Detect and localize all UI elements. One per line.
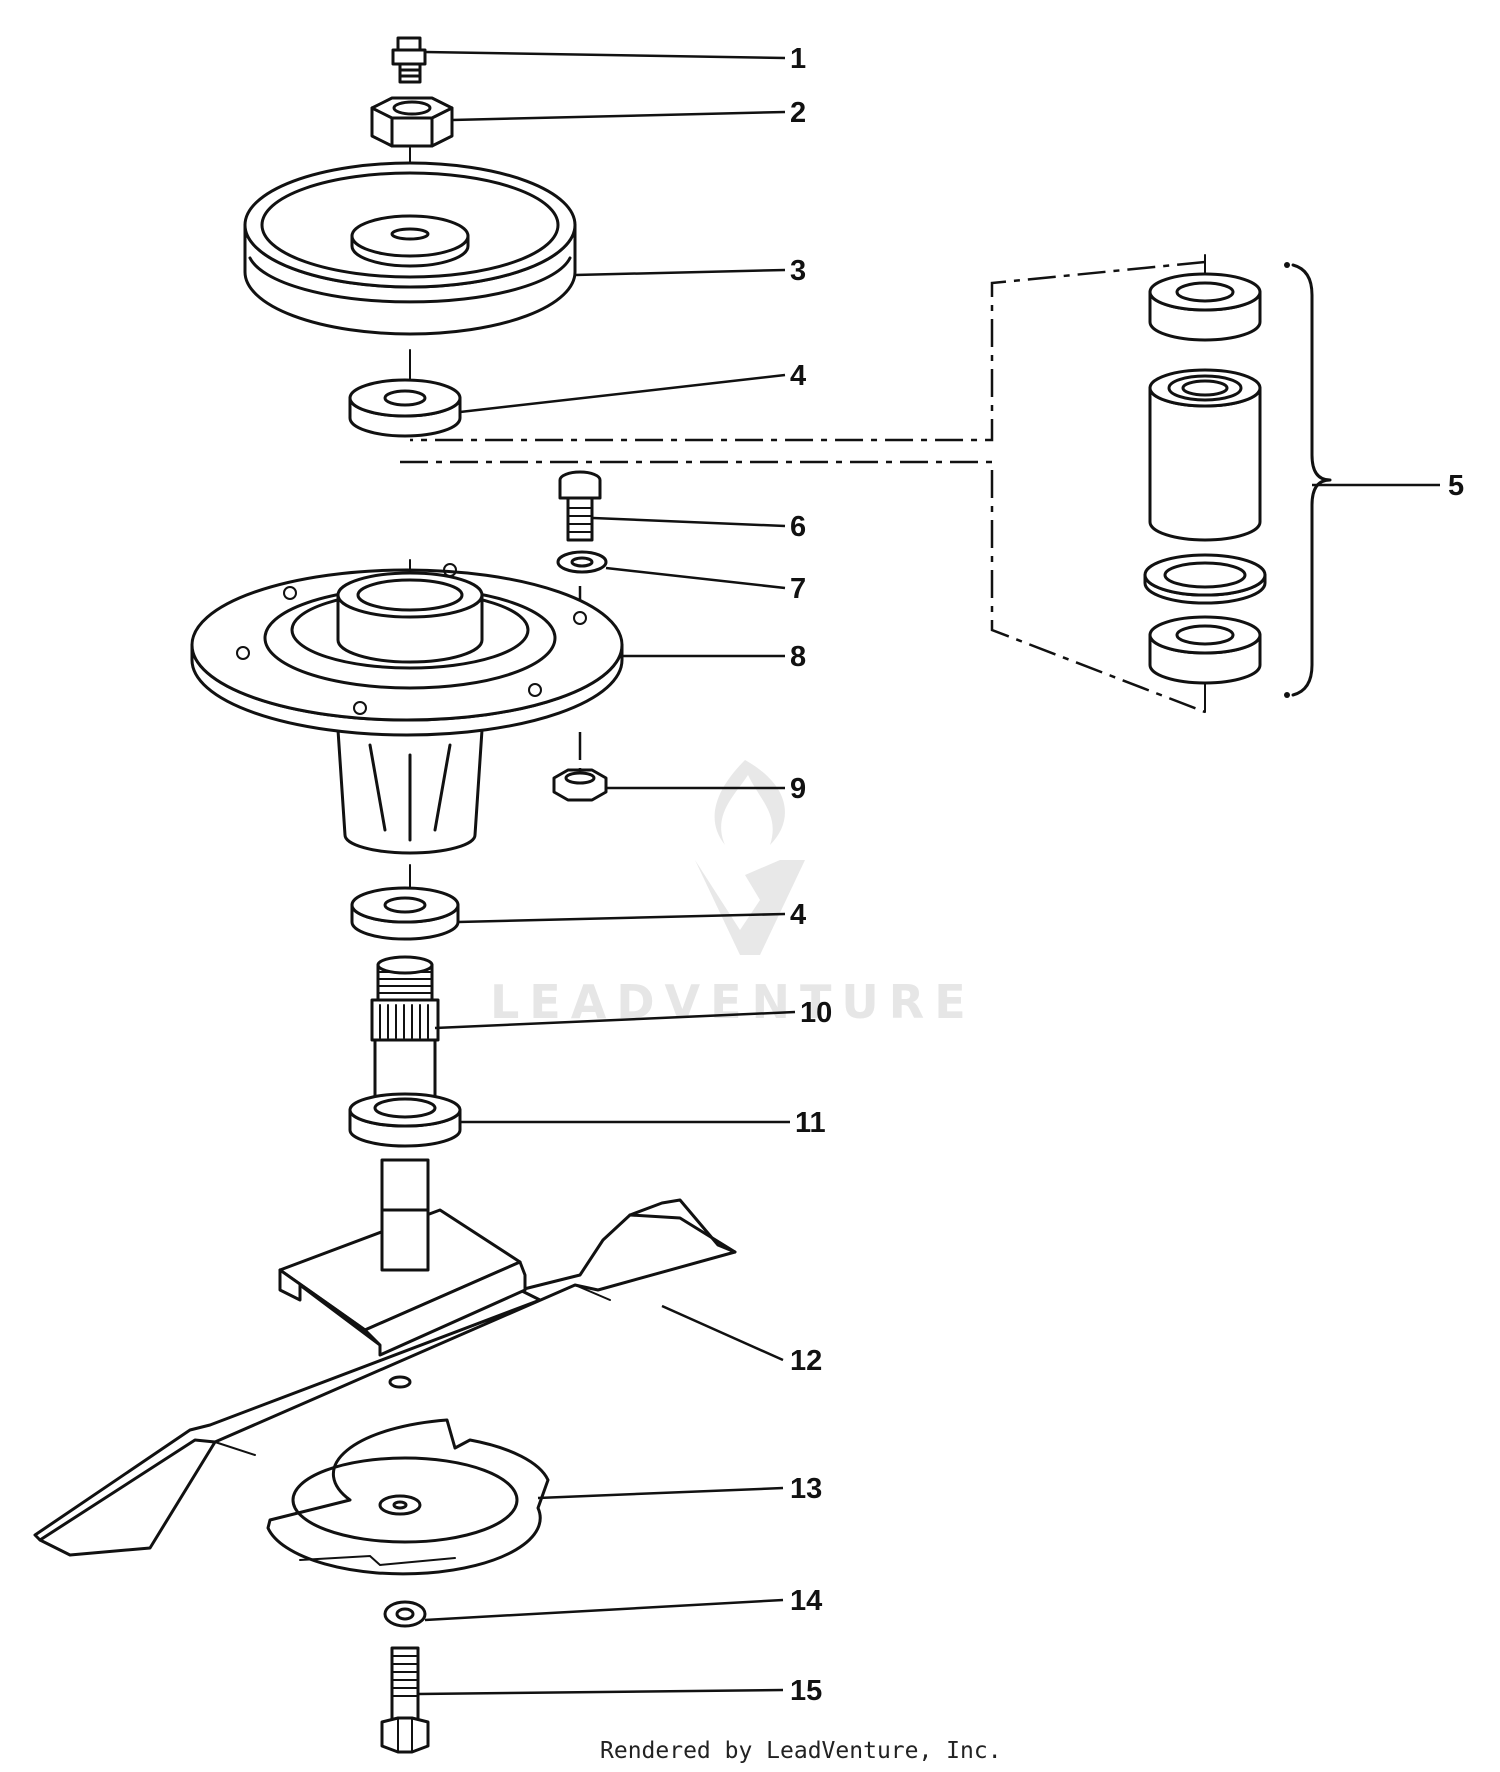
part-spacer-upper	[348, 378, 462, 438]
part-anti-scalp-cup	[266, 1418, 550, 1576]
callout-4-upper: 4	[790, 360, 806, 392]
callout-5: 5	[1448, 470, 1464, 502]
callout-11: 11	[795, 1107, 826, 1139]
part-bearing-collar	[348, 1092, 462, 1148]
callout-13: 13	[790, 1473, 822, 1505]
rendered-by-footer: Rendered by LeadVenture, Inc.	[600, 1738, 1002, 1764]
callout-7: 7	[790, 573, 806, 605]
callout-8: 8	[790, 641, 806, 673]
part-bearing-kit	[400, 254, 1332, 714]
callout-9: 9	[790, 773, 806, 805]
part-hex-bolt	[380, 1646, 430, 1754]
callout-numbers: 1 2 3 4 5 6 7 8 9 4 10 11 12 13 14 15	[790, 43, 1464, 1707]
watermark-brand: LEADVENTURE	[490, 975, 976, 1029]
part-spindle-housing	[190, 563, 624, 855]
callout-10: 10	[800, 997, 832, 1029]
watermark-logo: LEADVENTURE	[490, 760, 976, 1029]
callout-3: 3	[790, 255, 806, 287]
part-hex-nut	[370, 96, 454, 148]
part-grease-fitting	[391, 36, 427, 84]
part-mower-blade	[33, 1198, 737, 1557]
callout-6: 6	[790, 511, 806, 543]
callout-14: 14	[790, 1585, 822, 1617]
callout-1: 1	[790, 43, 806, 75]
part-spacer-lower	[350, 886, 460, 941]
part-blade-adapter	[278, 1208, 527, 1357]
leader-lines	[417, 50, 1440, 1696]
part-lock-washer	[556, 550, 608, 574]
part-pulley	[243, 161, 577, 336]
callout-4-lower: 4	[790, 899, 806, 931]
part-bell-washer	[383, 1600, 427, 1628]
callout-2: 2	[790, 97, 806, 129]
callout-15: 15	[790, 1675, 822, 1707]
callout-12: 12	[790, 1345, 822, 1377]
part-flange-nut	[552, 768, 608, 802]
part-carriage-bolt	[558, 470, 602, 542]
